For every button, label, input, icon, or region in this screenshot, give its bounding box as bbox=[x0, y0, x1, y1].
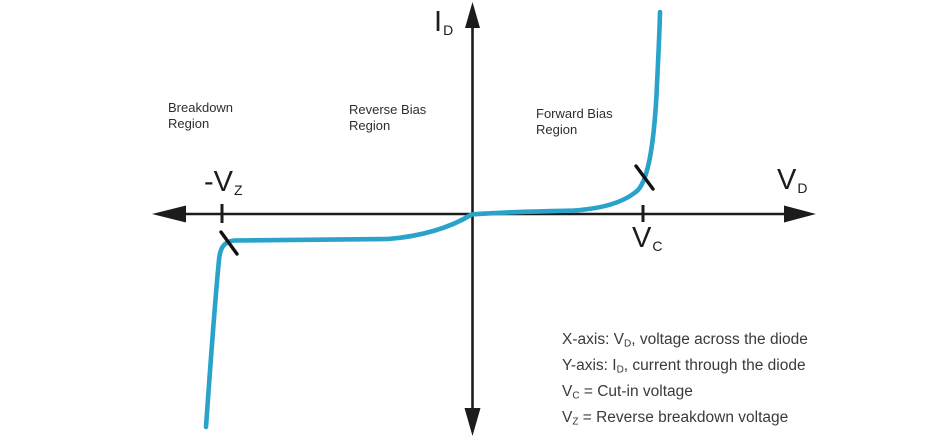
forward-bias-region-label: Forward Bias Region bbox=[536, 106, 613, 138]
vc-tick-label-subscript: C bbox=[652, 237, 663, 254]
arrow-up-icon bbox=[465, 2, 480, 28]
vz-tick-label-main: -V bbox=[204, 166, 233, 198]
vz-tick-label: -VZ bbox=[204, 166, 243, 199]
legend-line-vz-suffix: = Reverse breakdown voltage bbox=[578, 409, 789, 426]
vz-tick-label-subscript: Z bbox=[234, 181, 243, 198]
legend-line-vz: VZ = Reverse breakdown voltage bbox=[562, 407, 808, 433]
legend-line-x-axis: X-axis: VD, voltage across the diode bbox=[562, 329, 808, 355]
legend-line-y-axis: Y-axis: ID, current through the diode bbox=[562, 355, 808, 381]
breakdown-region-label: Breakdown Region bbox=[168, 100, 233, 132]
forward-bias-region-line2: Region bbox=[536, 122, 578, 137]
arrow-left-icon bbox=[152, 205, 186, 223]
vc-tick-label-main: V bbox=[632, 222, 652, 254]
legend-line-x-axis-subscript: D bbox=[624, 338, 632, 350]
y-axis-label-subscript: D bbox=[443, 21, 454, 38]
legend-line-vc-suffix: = Cut-in voltage bbox=[579, 383, 693, 400]
legend-line-vz-text: V bbox=[562, 409, 573, 426]
legend-line-x-axis-suffix: , voltage across the diode bbox=[631, 331, 808, 348]
legend-line-vc: VC = Cut-in voltage bbox=[562, 381, 808, 407]
breakdown-region-line2: Region bbox=[168, 116, 210, 131]
legend-line-y-axis-subscript: D bbox=[616, 364, 624, 376]
forward-bias-region-line1: Forward Bias bbox=[536, 106, 613, 121]
breakdown-region-line1: Breakdown bbox=[168, 100, 234, 115]
reverse-bias-region-line1: Reverse Bias bbox=[349, 102, 427, 117]
reverse-bias-region-line2: Region bbox=[349, 118, 391, 133]
curve-break-mark-breakdown bbox=[219, 230, 239, 256]
legend-line-y-axis-text: Y-axis: I bbox=[562, 357, 617, 374]
y-axis-label-main: I bbox=[434, 6, 443, 38]
x-axis-label-main: V bbox=[777, 164, 797, 196]
legend-line-vc-subscript: C bbox=[572, 390, 580, 402]
legend-line-vz-subscript: Z bbox=[572, 416, 579, 428]
vc-tick-label: VC bbox=[632, 222, 662, 255]
curve-break-mark-forward bbox=[634, 164, 655, 191]
diode-curve bbox=[203, 9, 663, 430]
x-axis-label: VD bbox=[777, 164, 807, 197]
legend-line-x-axis-text: X-axis: V bbox=[562, 331, 625, 348]
reverse-bias-region-label: Reverse Bias Region bbox=[349, 102, 426, 134]
arrow-down-icon bbox=[464, 408, 481, 436]
arrow-right-icon bbox=[784, 205, 816, 223]
legend-line-y-axis-suffix: , current through the diode bbox=[623, 357, 806, 374]
x-axis-label-subscript: D bbox=[797, 179, 808, 196]
y-axis-label: ID bbox=[434, 6, 453, 39]
legend-line-vc-text: V bbox=[562, 383, 573, 400]
legend: X-axis: VD, voltage across the diode Y-a… bbox=[562, 329, 808, 433]
